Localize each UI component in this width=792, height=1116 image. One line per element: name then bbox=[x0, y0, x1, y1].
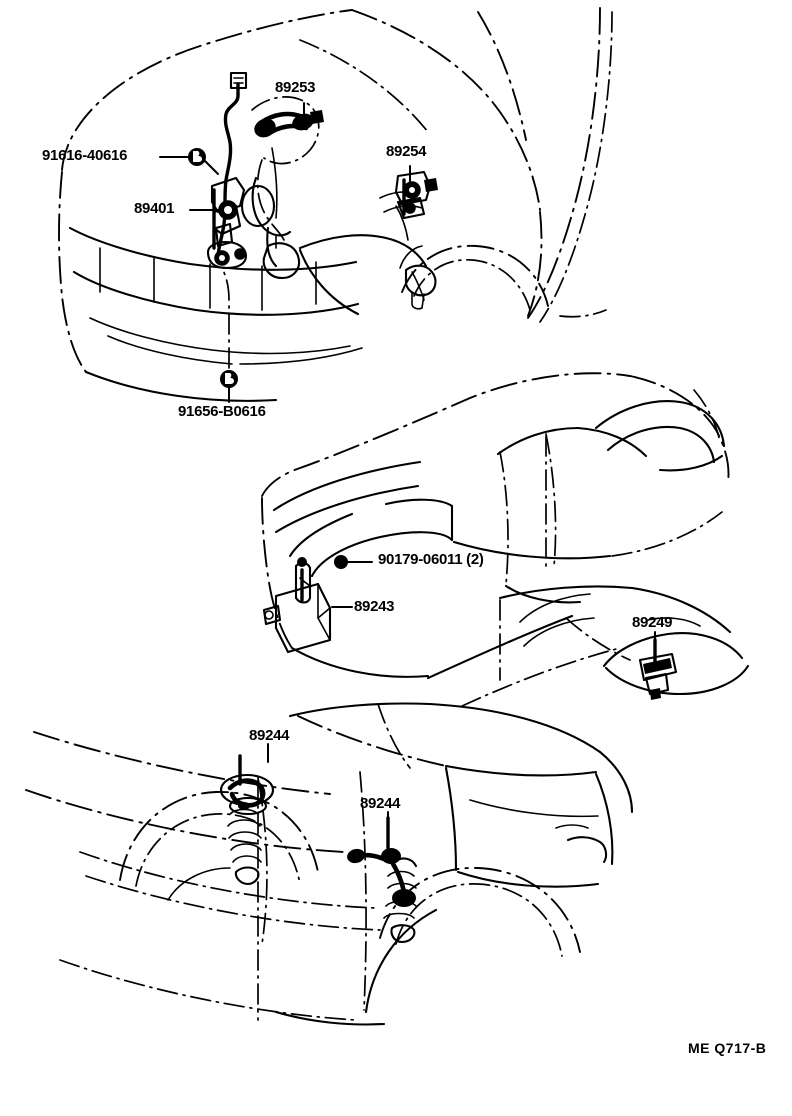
callout-label-91616-40616: 91616-40616 bbox=[42, 147, 128, 164]
diagram-footer-code: ME Q717-B bbox=[688, 1040, 767, 1056]
callout-label-89249: 89249 bbox=[632, 614, 673, 631]
callout-label-89254: 89254 bbox=[386, 143, 427, 160]
callout-label-89244-lower: 89244 bbox=[360, 795, 401, 812]
panel-rear-suspension-artwork bbox=[25, 702, 634, 1026]
panel-dashboard-artwork bbox=[261, 372, 750, 707]
callout-label-89253: 89253 bbox=[275, 79, 316, 96]
callout-label-89244-upper: 89244 bbox=[249, 727, 290, 744]
callout-label-90179-06011: 90179-06011 (2) bbox=[378, 551, 484, 568]
nut-marker-dot bbox=[334, 555, 348, 569]
panel-front-hood-artwork bbox=[58, 7, 613, 403]
bolt-marker-b-lower bbox=[220, 370, 238, 388]
bolt-marker-b-upper bbox=[188, 148, 206, 166]
callout-label-89243: 89243 bbox=[354, 598, 395, 615]
callout-label-91656-b0616: 91656-B0616 bbox=[178, 403, 266, 420]
callout-label-89401: 89401 bbox=[134, 200, 175, 217]
